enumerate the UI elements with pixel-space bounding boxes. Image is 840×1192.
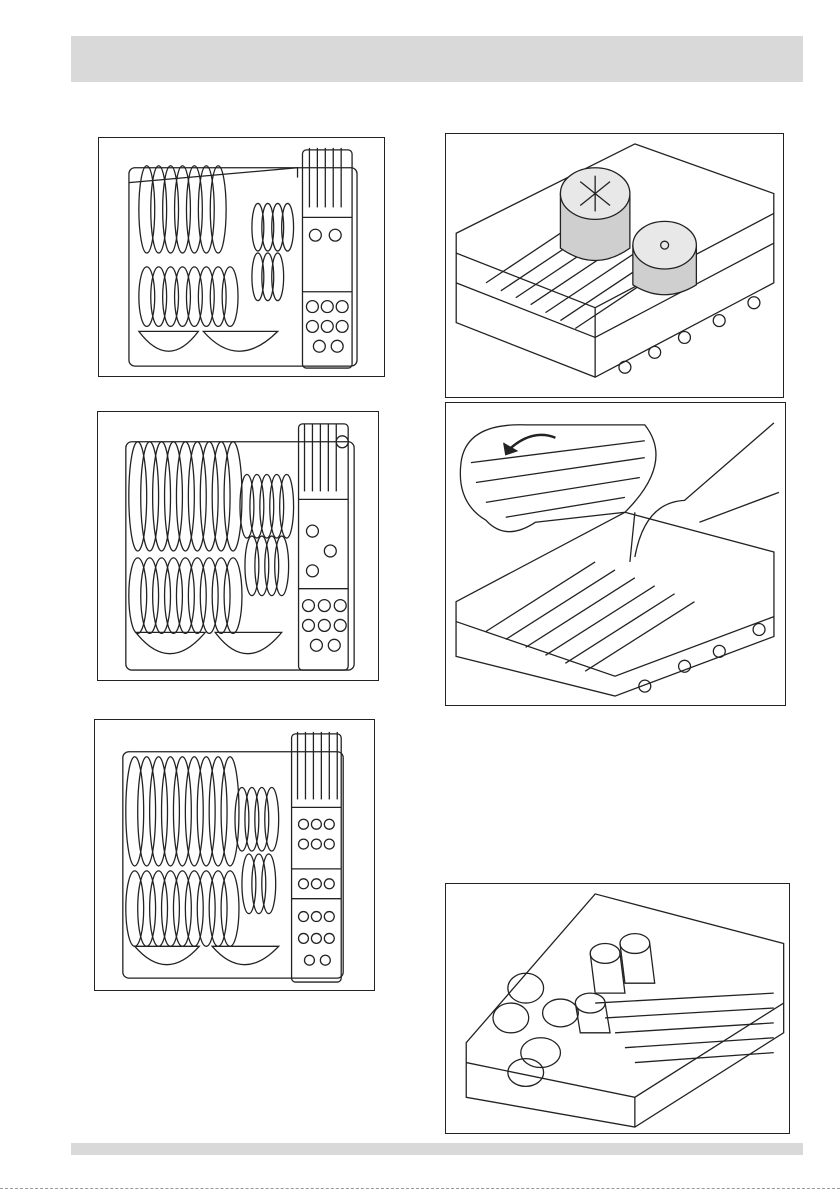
- lower-basket-loading-illustration-2: [97, 411, 379, 681]
- basket-with-pots-illustration: [445, 133, 784, 398]
- header-bar: [71, 36, 803, 82]
- basket-with-pots-icon: [446, 134, 783, 397]
- lower-basket-loading-illustration-3: [94, 719, 375, 991]
- upper-basket-cups-glasses-illustration: [445, 883, 790, 1134]
- lower-basket-plates-bowls-cutlery-icon: [95, 720, 374, 990]
- crop-line: [0, 1188, 840, 1189]
- upper-basket-cups-glasses-icon: [446, 884, 789, 1133]
- folding-tines-illustration: [445, 402, 786, 706]
- hand-folding-tines-with-zoom-icon: [446, 403, 785, 705]
- footer-bar: [71, 1143, 803, 1155]
- lower-basket-plates-bowls-cutlery-icon: [98, 412, 378, 680]
- lower-basket-loading-illustration-1: [98, 137, 385, 377]
- lower-basket-plates-bowls-cutlery-icon: [99, 138, 384, 376]
